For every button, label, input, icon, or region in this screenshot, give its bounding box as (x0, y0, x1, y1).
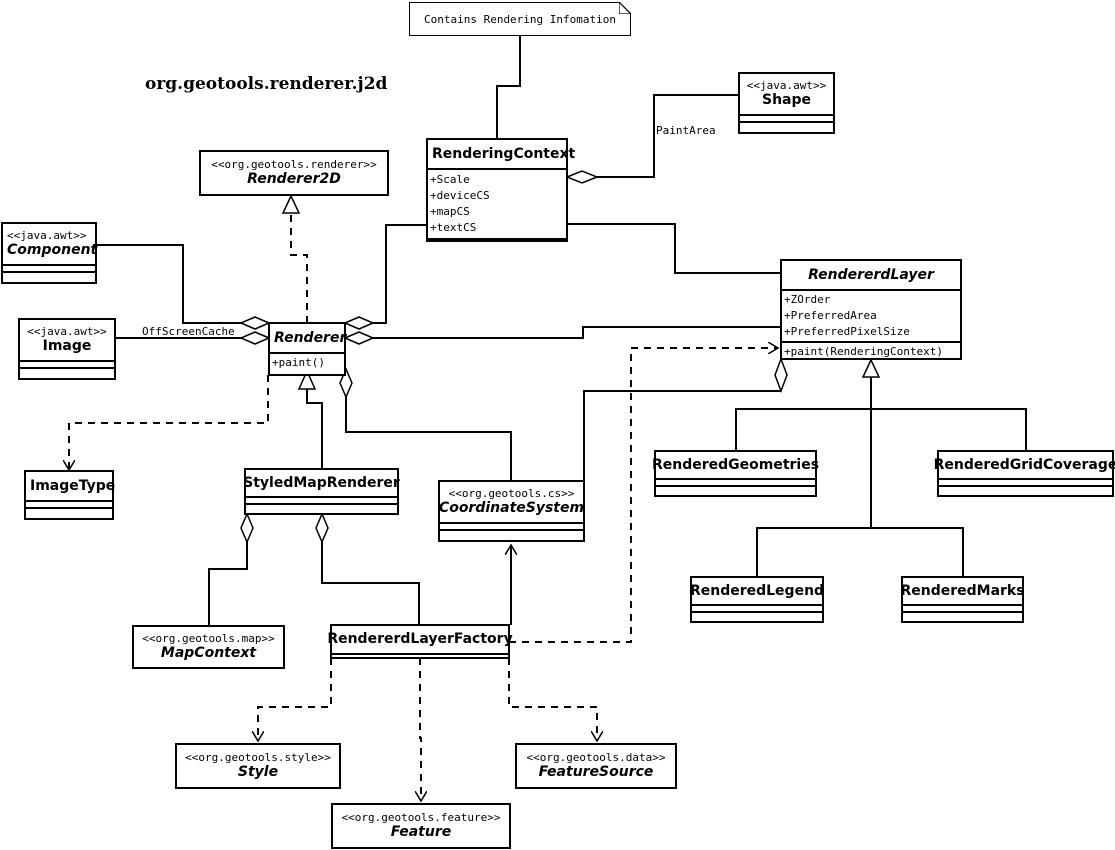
stereotype: <<org.geotools.data>> (526, 751, 666, 764)
styled-extends-renderer (306, 389, 323, 469)
class-coordinate-system[interactable]: <<org.geotools.cs>> CoordinateSystem (438, 480, 585, 542)
note-link (496, 35, 521, 139)
styled-factory-aggregation (321, 542, 420, 625)
attribute: +textCS (430, 221, 477, 234)
stereotype: <<java.awt>> (27, 325, 107, 338)
class-rendering-context[interactable]: RenderingContext +Scale +deviceCS +mapCS… (426, 138, 575, 242)
factory-uses-featuresource (508, 658, 597, 741)
diamond-styled-mapcontext (240, 512, 254, 544)
class-rendered-legend[interactable]: RenderedLegend (690, 576, 824, 623)
class-rendered-layer-factory[interactable]: RendererdLayerFactory (327, 624, 513, 659)
stereotype: <<java.awt>> (7, 229, 87, 242)
stereotype: <<org.geotools.feature>> (341, 811, 501, 824)
class-component[interactable]: <<java.awt>> Component (1, 222, 97, 284)
class-shape[interactable]: <<java.awt>> Shape (738, 72, 835, 134)
diamond-renderer-context (343, 316, 375, 330)
rendering-info-note: Contains Rendering Infomation (409, 2, 631, 36)
class-name: Shape (761, 92, 811, 108)
diamond-styled-factory (315, 512, 329, 544)
attribute: +deviceCS (430, 189, 490, 202)
class-feature-source[interactable]: <<org.geotools.data>> FeatureSource (515, 743, 677, 789)
diamond-renderer-cs (339, 367, 353, 399)
operation: +paint() (272, 356, 325, 369)
renderer-layer-aggregation (373, 326, 781, 339)
paintarea-label: PaintArea (656, 124, 716, 137)
class-name: Image (42, 338, 92, 354)
diamond-renderer-component (239, 316, 271, 330)
diamond-context-paintarea (564, 170, 600, 184)
factory-uses-style (258, 658, 332, 741)
class-name: ImageType (30, 477, 116, 494)
renderer-context-aggregation (373, 224, 427, 324)
factory-uses-feature (420, 658, 421, 801)
attribute: +ZOrder (784, 293, 831, 306)
note-fold-icon (619, 2, 631, 14)
diamond-layer-cs (774, 356, 788, 394)
stereotype: <<java.awt>> (746, 79, 827, 92)
triangle-rendered-layer (861, 358, 881, 378)
class-name: RenderedGeometries (651, 456, 820, 473)
class-name: RenderedGridCoverage (933, 456, 1115, 473)
class-name: Component (7, 242, 98, 258)
class-name: RendererdLayerFactory (327, 631, 513, 647)
class-rendered-geometries[interactable]: RenderedGeometries (651, 450, 820, 497)
operation: +paint(RenderingContext) (784, 345, 943, 358)
class-name: Renderer2D (247, 171, 341, 187)
class-map-context[interactable]: <<org.geotools.map>> MapContext (132, 625, 285, 669)
class-renderer[interactable]: Renderer +paint() (268, 322, 346, 376)
class-renderer2d[interactable]: <<org.geotools.renderer>> Renderer2D (199, 150, 389, 196)
note-text: Contains Rendering Infomation (423, 12, 617, 26)
class-styled-map-renderer[interactable]: StyledMapRenderer (243, 468, 400, 515)
attribute: +mapCS (430, 205, 470, 218)
layer-hierarchy-upper (735, 408, 1027, 450)
triangle-renderer (297, 369, 317, 390)
class-rendered-layer[interactable]: RendererdLayer +ZOrder +PreferredArea +P… (780, 259, 962, 360)
class-name: CoordinateSystem (438, 500, 585, 516)
class-style[interactable]: <<org.geotools.style>> Style (175, 743, 341, 789)
class-rendered-grid-coverage[interactable]: RenderedGridCoverage (933, 450, 1115, 497)
paintarea-association (596, 94, 739, 178)
offscreencache-label: OffScreenCache (142, 325, 235, 338)
class-name: RenderedMarks (900, 582, 1025, 599)
renderer-uses-imagetype (69, 375, 269, 470)
class-name: FeatureSource (538, 764, 654, 780)
class-name: RendererdLayer (808, 266, 934, 283)
stereotype: <<org.geotools.map>> (142, 632, 275, 645)
layer-hierarchy-lower (756, 527, 964, 577)
class-feature[interactable]: <<org.geotools.feature>> Feature (331, 803, 511, 849)
styled-mapcontext-aggregation (208, 542, 248, 626)
diamond-renderer-layer (343, 331, 375, 345)
attribute: +PreferredArea (784, 309, 877, 322)
attribute: +PreferredPixelSize (784, 325, 910, 338)
class-name: Style (237, 764, 279, 780)
renderer-realizes-renderer2d (290, 213, 308, 323)
stereotype: <<org.geotools.cs>> (448, 487, 575, 500)
class-image-type[interactable]: ImageType (24, 470, 116, 520)
diamond-renderer-image (239, 331, 271, 345)
class-name: MapContext (160, 645, 257, 661)
class-name: RenderedLegend (689, 582, 825, 599)
layer-cs-aggregation (583, 390, 781, 513)
class-image[interactable]: <<java.awt>> Image (18, 318, 116, 380)
stereotype: <<org.geotools.style>> (185, 751, 331, 764)
context-layer-association (567, 223, 781, 274)
class-name: Feature (390, 824, 452, 840)
class-rendered-marks[interactable]: RenderedMarks (900, 576, 1025, 623)
class-name: RenderingContext (432, 145, 576, 162)
class-name: Renderer (274, 329, 347, 346)
renderer-component-aggregation (97, 244, 241, 324)
class-name: StyledMapRenderer (243, 474, 400, 491)
package-title: org.geotools.renderer.j2d (145, 74, 388, 94)
stereotype: <<org.geotools.renderer>> (211, 158, 377, 171)
renderer-cs-aggregation (345, 397, 512, 481)
attribute: +Scale (430, 173, 470, 186)
triangle-renderer2d (281, 194, 301, 214)
